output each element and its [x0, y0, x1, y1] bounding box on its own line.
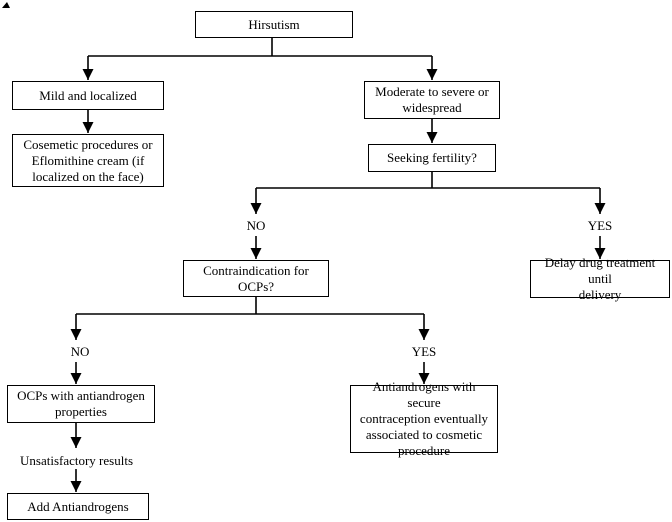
- label-contra-no: NO: [70, 344, 90, 359]
- corner-marker: [2, 2, 10, 8]
- node-hirsutism: Hirsutism: [195, 11, 353, 38]
- node-ocps-antiandrogen: OCPs with antiandrogen properties: [7, 385, 155, 423]
- node-moderate-severe: Moderate to severe or widespread: [364, 81, 500, 119]
- node-add-antiandrogens: Add Antiandrogens: [7, 493, 149, 520]
- node-antiandrogens-contraception: Antiandrogens with secure contraception …: [350, 379, 498, 458]
- label-unsatisfactory-results: Unsatisfactory results: [20, 453, 134, 468]
- label-fertility-yes: YES: [587, 218, 613, 233]
- node-cosmetic-procedures: Cosemetic procedures or Eflomithine crea…: [12, 134, 164, 187]
- node-seeking-fertility: Seeking fertility?: [368, 144, 496, 172]
- node-contraindication-ocps: Contraindication for OCPs?: [183, 260, 329, 297]
- node-mild-localized: Mild and localized: [12, 81, 164, 110]
- label-contra-yes: YES: [411, 344, 437, 359]
- label-fertility-no: NO: [246, 218, 266, 233]
- node-delay-treatment: Delay drug treatment until delivery: [530, 255, 670, 302]
